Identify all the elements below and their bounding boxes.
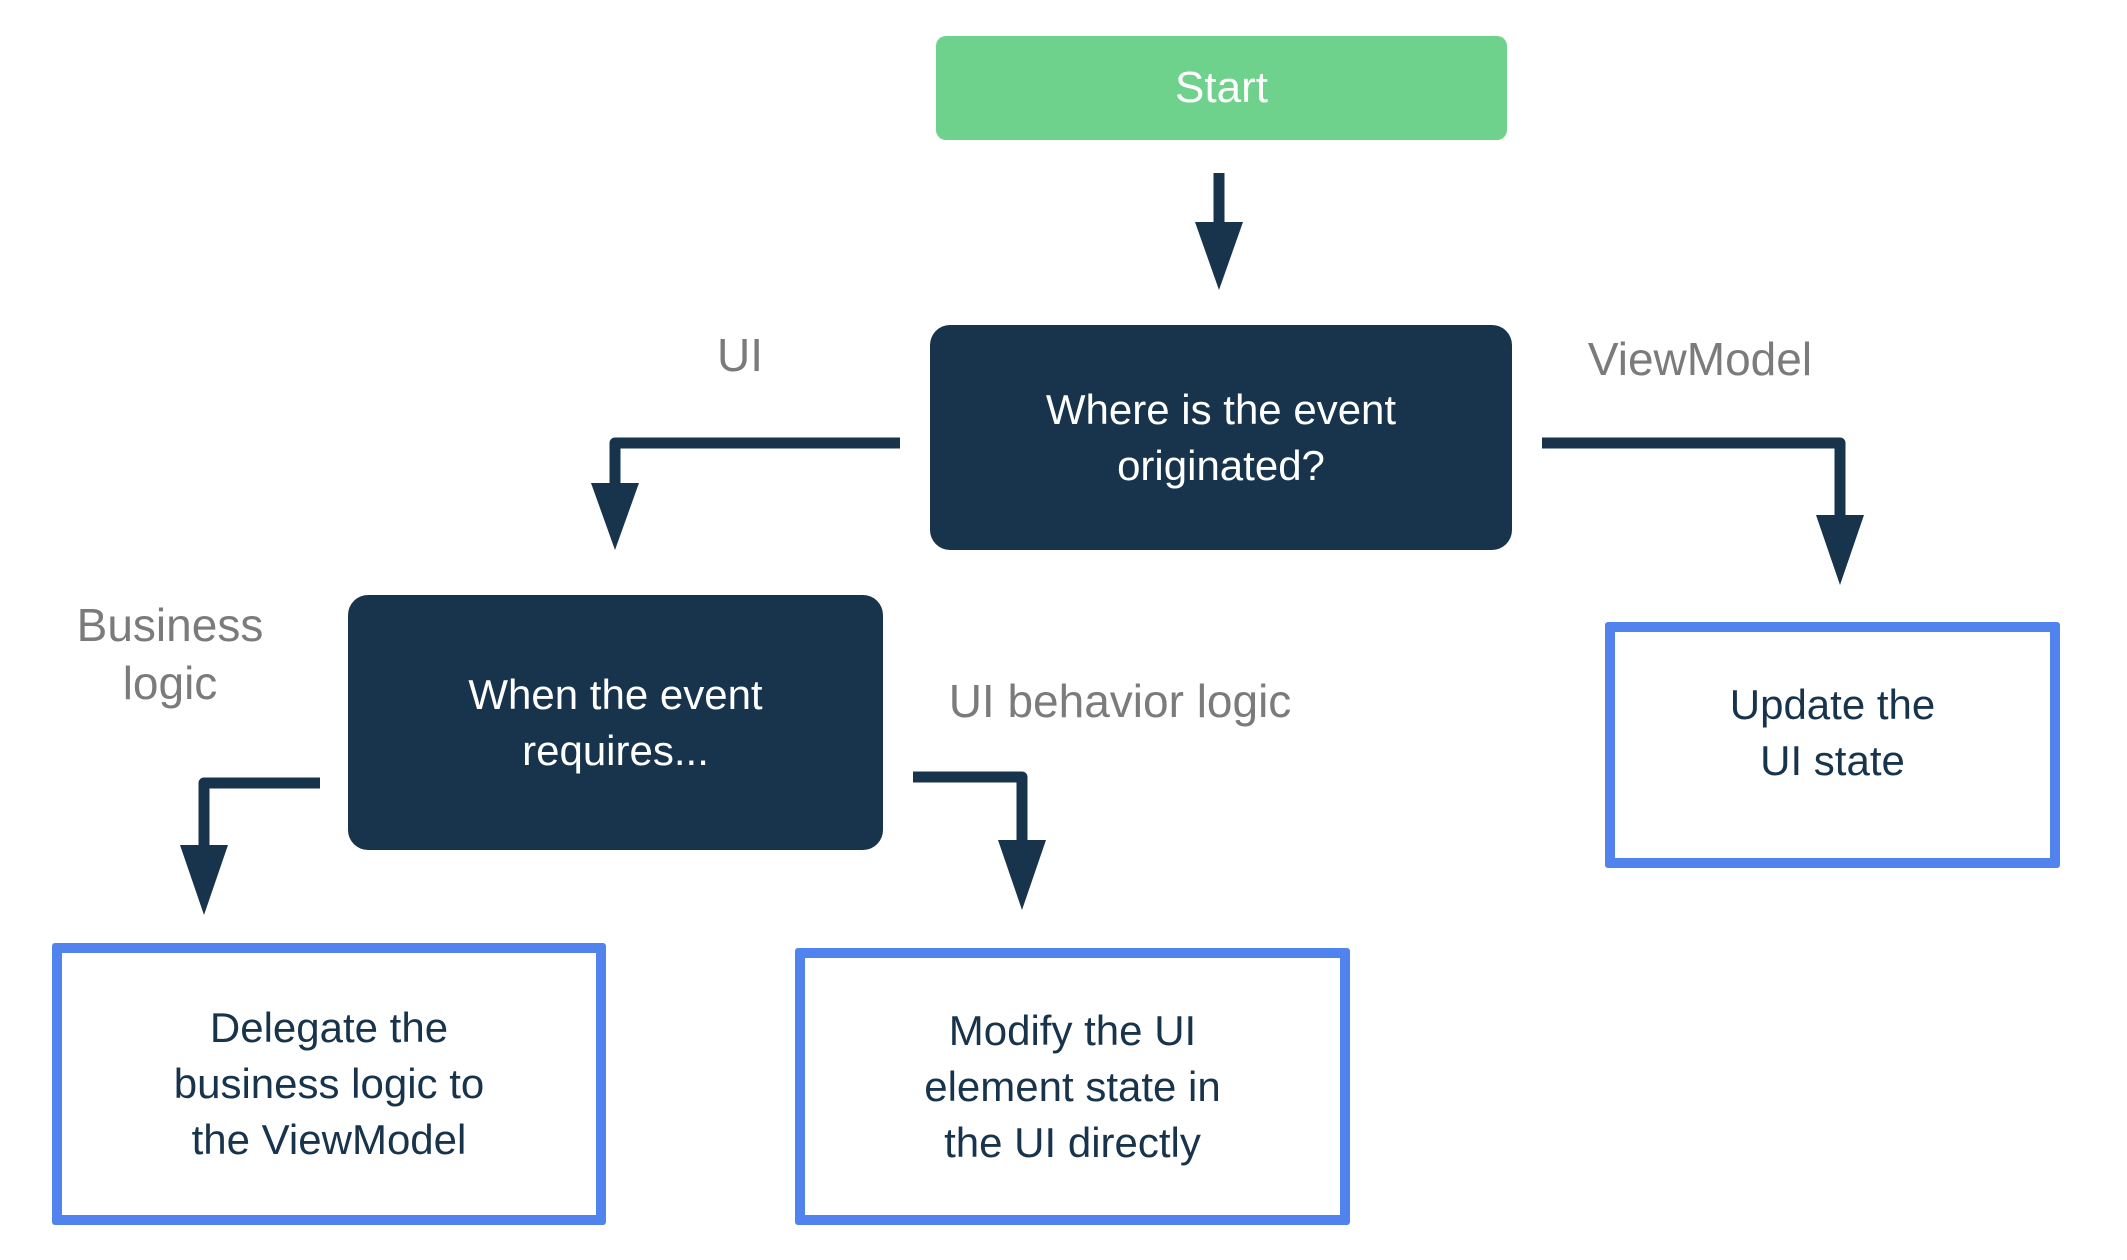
arrow-down-icon xyxy=(998,840,1046,910)
arrow-when-to-delegate xyxy=(180,777,320,915)
arrow-down-icon xyxy=(1195,222,1243,290)
arrow-ui-behavior-elbow xyxy=(913,771,1028,845)
edge-label-ui: UI xyxy=(717,329,763,381)
arrow-down-icon xyxy=(591,483,639,550)
arrow-question-to-update xyxy=(1542,437,1864,585)
arrow-down-icon xyxy=(1816,515,1864,585)
node-outcome-update-ui-state: Update the UI state xyxy=(1605,622,2060,868)
arrow-question-to-when xyxy=(591,437,900,550)
arrow-business-elbow xyxy=(198,777,320,850)
node-start: Start xyxy=(936,36,1507,140)
node-question-event-requires: When the event requires... xyxy=(348,595,883,850)
arrow-down-icon xyxy=(180,845,228,915)
edge-label-viewmodel: ViewModel xyxy=(1587,333,1813,385)
node-outcome-delegate-business-logic: Delegate the business logic to the ViewM… xyxy=(52,943,606,1225)
arrow-start-to-question xyxy=(1195,173,1243,290)
arrow-when-to-modify xyxy=(913,771,1046,910)
arrow-viewmodel-elbow xyxy=(1542,437,1846,520)
arrow-ui-elbow xyxy=(609,437,900,487)
node-outcome-modify-ui-element: Modify the UI element state in the UI di… xyxy=(795,948,1350,1225)
edge-label-ui-behavior-logic: UI behavior logic xyxy=(948,675,1292,727)
edge-label-business-logic: Business logic xyxy=(76,599,264,709)
node-question-event-origin: Where is the event originated? xyxy=(930,325,1512,550)
